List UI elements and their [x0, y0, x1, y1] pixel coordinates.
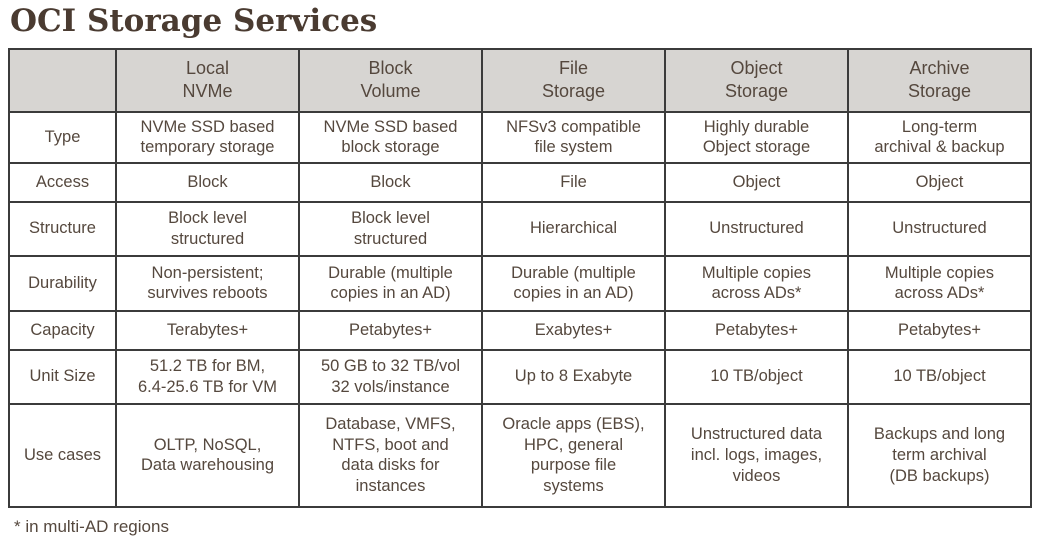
column-header-blank: [8, 47, 117, 113]
row-label-type: Type: [8, 110, 117, 164]
cell-structure-local-nvme: Block level structured: [115, 200, 300, 257]
cell-access-archive-storage: Object: [847, 161, 1032, 203]
column-header-block-volume: Block Volume: [298, 47, 483, 113]
cell-structure-file-storage: Hierarchical: [481, 200, 666, 257]
row-label-unit-size: Unit Size: [8, 348, 117, 405]
table-row-access: Access Block Block File Object Object: [8, 161, 1032, 203]
table-row-type: Type NVMe SSD based temporary storage NV…: [8, 110, 1032, 164]
cell-durability-local-nvme: Non-persistent; survives reboots: [115, 254, 300, 312]
table-row-unit-size: Unit Size 51.2 TB for BM, 6.4-25.6 TB fo…: [8, 348, 1032, 405]
cell-capacity-local-nvme: Terabytes+: [115, 309, 300, 351]
table-header-row: Local NVMe Block Volume File Storage Obj…: [8, 47, 1032, 113]
cell-unit-size-file-storage: Up to 8 Exabyte: [481, 348, 666, 405]
cell-access-file-storage: File: [481, 161, 666, 203]
cell-type-archive-storage: Long-term archival & backup: [847, 110, 1032, 164]
cell-type-block-volume: NVMe SSD based block storage: [298, 110, 483, 164]
row-label-use-cases: Use cases: [8, 402, 117, 508]
cell-use-cases-object-storage: Unstructured data incl. logs, images, vi…: [664, 402, 849, 508]
cell-structure-archive-storage: Unstructured: [847, 200, 1032, 257]
cell-unit-size-local-nvme: 51.2 TB for BM, 6.4-25.6 TB for VM: [115, 348, 300, 405]
cell-access-local-nvme: Block: [115, 161, 300, 203]
row-label-structure: Structure: [8, 200, 117, 257]
footnote: * in multi-AD regions: [14, 516, 169, 536]
row-label-durability: Durability: [8, 254, 117, 312]
cell-use-cases-local-nvme: OLTP, NoSQL, Data warehousing: [115, 402, 300, 508]
cell-capacity-file-storage: Exabytes+: [481, 309, 666, 351]
cell-use-cases-archive-storage: Backups and long term archival (DB backu…: [847, 402, 1032, 508]
column-header-file-storage: File Storage: [481, 47, 666, 113]
cell-access-block-volume: Block: [298, 161, 483, 203]
cell-unit-size-object-storage: 10 TB/object: [664, 348, 849, 405]
cell-use-cases-block-volume: Database, VMFS, NTFS, boot and data disk…: [298, 402, 483, 508]
cell-type-object-storage: Highly durable Object storage: [664, 110, 849, 164]
cell-unit-size-block-volume: 50 GB to 32 TB/vol 32 vols/instance: [298, 348, 483, 405]
cell-capacity-archive-storage: Petabytes+: [847, 309, 1032, 351]
column-header-object-storage: Object Storage: [664, 47, 849, 113]
column-header-local-nvme: Local NVMe: [115, 47, 300, 113]
cell-unit-size-archive-storage: 10 TB/object: [847, 348, 1032, 405]
table-row-durability: Durability Non-persistent; survives rebo…: [8, 254, 1032, 312]
table-row-capacity: Capacity Terabytes+ Petabytes+ Exabytes+…: [8, 309, 1032, 351]
cell-use-cases-file-storage: Oracle apps (EBS), HPC, general purpose …: [481, 402, 666, 508]
cell-capacity-block-volume: Petabytes+: [298, 309, 483, 351]
cell-type-local-nvme: NVMe SSD based temporary storage: [115, 110, 300, 164]
column-header-archive-storage: Archive Storage: [847, 47, 1032, 113]
cell-structure-block-volume: Block level structured: [298, 200, 483, 257]
cell-durability-file-storage: Durable (multiple copies in an AD): [481, 254, 666, 312]
cell-durability-object-storage: Multiple copies across ADs*: [664, 254, 849, 312]
table-row-structure: Structure Block level structured Block l…: [8, 200, 1032, 257]
cell-type-file-storage: NFSv3 compatible file system: [481, 110, 666, 164]
cell-structure-object-storage: Unstructured: [664, 200, 849, 257]
page-title: OCI Storage Services: [10, 3, 378, 39]
cell-capacity-object-storage: Petabytes+: [664, 309, 849, 351]
row-label-capacity: Capacity: [8, 309, 117, 351]
cell-access-object-storage: Object: [664, 161, 849, 203]
row-label-access: Access: [8, 161, 117, 203]
cell-durability-block-volume: Durable (multiple copies in an AD): [298, 254, 483, 312]
table-row-use-cases: Use cases OLTP, NoSQL, Data warehousing …: [8, 402, 1032, 508]
storage-comparison-table: Local NVMe Block Volume File Storage Obj…: [8, 47, 1032, 508]
cell-durability-archive-storage: Multiple copies across ADs*: [847, 254, 1032, 312]
